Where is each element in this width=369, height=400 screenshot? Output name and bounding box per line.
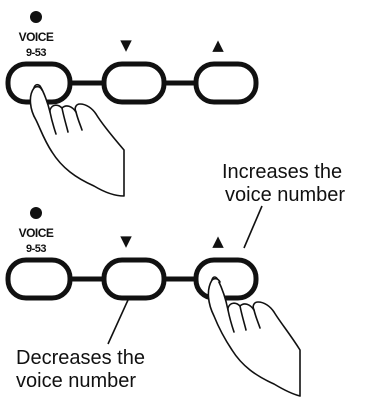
up-arrow-icon: ▲ (212, 232, 224, 250)
increase-caption-line1: Increases the (222, 161, 342, 183)
voice-range-label: 9-53 (26, 243, 46, 255)
down-button[interactable] (101, 61, 167, 105)
down-arrow-icon: ▼ (120, 232, 132, 250)
voice-label: VOICE (19, 30, 54, 44)
voice-indicator-dot-icon (30, 11, 42, 23)
top-panel: VOICE 9-53 ▼ ▲ (5, 11, 259, 197)
up-arrow-icon: ▲ (212, 36, 224, 54)
increase-leader-line (243, 205, 263, 249)
bottom-panel: VOICE 9-53 ▼ ▲ Increases the voice numbe… (5, 161, 345, 397)
pointing-hand-icon (29, 83, 125, 197)
up-button[interactable] (193, 257, 259, 301)
decrease-caption-line1: Decreases the (16, 347, 145, 369)
voice-label: VOICE (19, 226, 54, 240)
voice-indicator-dot-icon (30, 207, 42, 219)
pointing-hand-icon (207, 276, 301, 397)
decrease-caption-line2: voice number (16, 370, 136, 392)
decrease-leader-line (107, 299, 129, 345)
voice-button[interactable] (5, 257, 73, 301)
down-button[interactable] (101, 257, 167, 301)
down-arrow-icon: ▼ (120, 36, 132, 54)
up-button[interactable] (193, 61, 259, 105)
voice-range-label: 9-53 (26, 47, 46, 59)
increase-caption-line2: voice number (225, 184, 345, 206)
